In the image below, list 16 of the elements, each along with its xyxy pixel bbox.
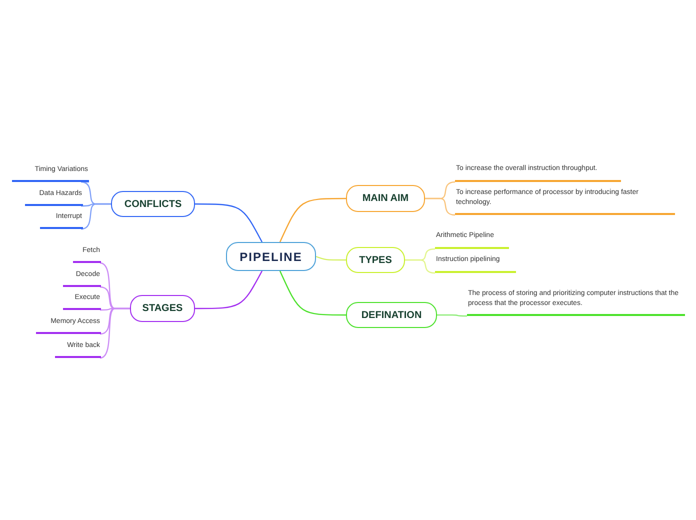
branch-topic: STAGES <box>130 295 195 322</box>
connector-line <box>80 203 111 230</box>
connector-line <box>279 270 346 316</box>
connector-line <box>425 198 456 216</box>
branch-topic: MAIN AIM <box>346 185 425 212</box>
central-topic: PIPELINE <box>226 242 316 271</box>
connector-line <box>405 259 436 274</box>
connector-line <box>195 270 263 310</box>
connector-line <box>437 314 468 317</box>
connector-line <box>279 198 346 242</box>
connector-line <box>316 256 346 261</box>
branch-topic: TYPES <box>346 247 405 273</box>
branch-topic: DEFINATION <box>346 302 437 328</box>
connector-line <box>99 308 130 359</box>
branch-topic: CONFLICTS <box>111 191 195 217</box>
connector-line <box>195 203 263 242</box>
